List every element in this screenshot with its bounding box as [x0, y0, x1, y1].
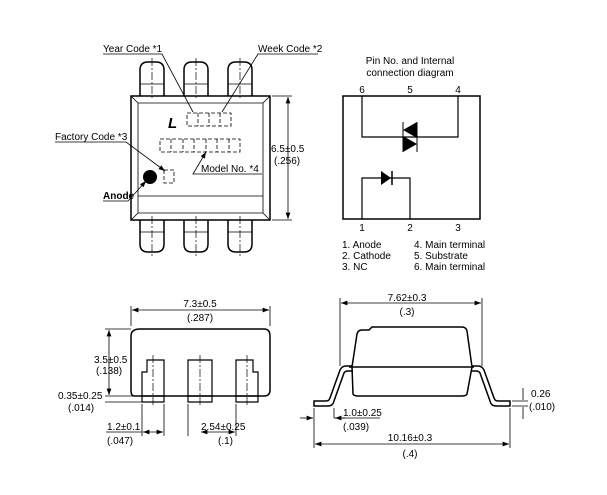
- front-view: 7.3±0.5 (.287) 3.5±0.5 (.138) 0.35±0.25 …: [58, 299, 271, 447]
- height-dim-inch: (.138): [96, 366, 122, 377]
- lead-thickness-dim-inch: (.010): [529, 402, 555, 413]
- standoff-dim: 0.35±0.25: [58, 391, 103, 402]
- pin-2: 2: [407, 223, 413, 234]
- pin-5: 5: [407, 85, 413, 96]
- legend-3: 3. NC: [342, 262, 368, 273]
- height-dim: 6.5±0.5: [271, 144, 305, 155]
- total-width-dim-inch: (.4): [403, 449, 418, 460]
- year-code-label: Year Code *1: [103, 44, 163, 55]
- body-width-dim-inch: (.3): [400, 307, 415, 318]
- lead-dim-inch: (.039): [343, 422, 369, 433]
- diagram-title-1: Pin No. and Internal: [366, 56, 454, 67]
- lead-thickness-dim: 0.26: [531, 389, 551, 400]
- pin-3: 3: [455, 223, 461, 234]
- pin-width-dim: 1.2±0.1: [107, 422, 141, 433]
- led-symbol: [381, 171, 393, 185]
- triac-symbol: [402, 122, 418, 152]
- package-body: [130, 95, 271, 221]
- legend-2: 2. Cathode: [342, 251, 391, 262]
- model-no-label: Model No. *4: [201, 164, 259, 175]
- anode-dot: [143, 170, 157, 184]
- side-view: 7.62±0.3 (.3) 1.0±0.25 (.039) 10.16±0.3 …: [300, 293, 555, 460]
- pitch-dim: 2.54±0.25: [201, 422, 246, 433]
- pin-4: 4: [455, 85, 461, 96]
- legend-4: 4. Main terminal: [414, 240, 485, 251]
- pin-diagram: Pin No. and Internal connection diagram …: [342, 56, 485, 273]
- pin-6: 6: [359, 85, 365, 96]
- standoff-dim-inch: (.014): [68, 403, 94, 414]
- height-dim-inch: (.256): [274, 156, 300, 167]
- pitch-dim-inch: (.1): [218, 436, 233, 447]
- width-dim: 7.3±0.5: [183, 299, 217, 310]
- legend-6: 6. Main terminal: [414, 262, 485, 273]
- total-width-dim: 10.16±0.3: [388, 433, 433, 444]
- anode-label: Anode: [103, 191, 135, 202]
- height-dim: 3.5±0.5: [94, 355, 128, 366]
- factory-code-label: Factory Code *3: [55, 132, 128, 143]
- lead-dim: 1.0±0.25: [343, 408, 382, 419]
- logo: L: [168, 115, 177, 132]
- top-view: L Year Code *1 Week Code *2 Factory Code…: [55, 44, 323, 256]
- width-dim-inch: (.287): [187, 313, 213, 324]
- week-code-label: Week Code *2: [258, 44, 323, 55]
- pin-width-dim-inch: (.047): [107, 436, 133, 447]
- diagram-title-2: connection diagram: [366, 68, 453, 79]
- legend-5: 5. Substrate: [414, 251, 468, 262]
- top-pins: [139, 58, 253, 256]
- legend-1: 1. Anode: [342, 240, 382, 251]
- pin-1: 1: [359, 223, 365, 234]
- body-width-dim: 7.62±0.3: [388, 293, 427, 304]
